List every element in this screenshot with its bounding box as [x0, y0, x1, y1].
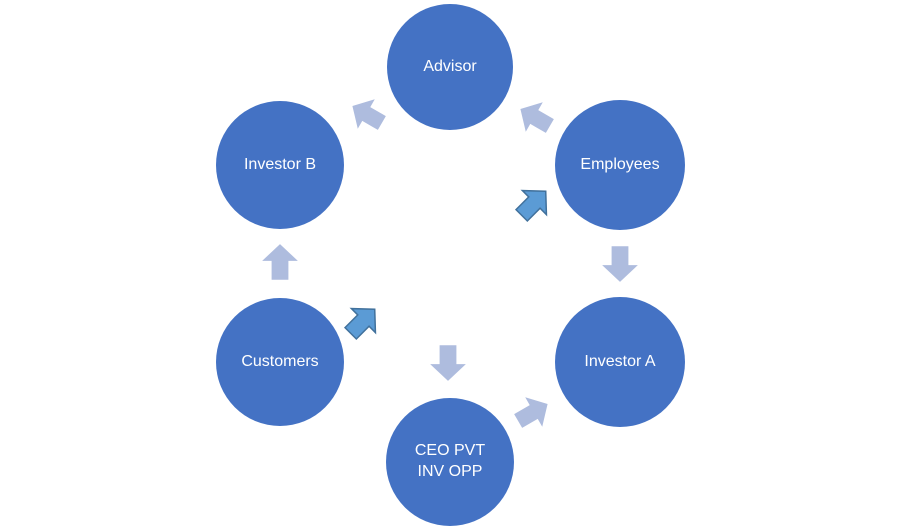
arrow-ceo-to-investor-a — [514, 397, 548, 428]
node-ceo-label-line2: INV OPP — [418, 463, 483, 480]
node-employees-label: Employees — [580, 156, 659, 173]
node-employees: Employees — [555, 100, 685, 230]
arrow-center-to-employees — [514, 189, 548, 223]
node-customers-label: Customers — [241, 353, 318, 370]
node-investor-a: Investor A — [555, 297, 685, 427]
arrow-center-to-ceo — [430, 345, 466, 381]
node-investor-b: Investor B — [216, 101, 344, 229]
node-ceo: CEO PVT INV OPP — [386, 398, 514, 526]
arrow-customers-to-investor-b — [262, 244, 298, 280]
node-investor-b-label: Investor B — [244, 156, 316, 173]
arrow-employees-to-investor-a — [602, 246, 638, 282]
node-customers: Customers — [216, 298, 344, 426]
node-advisor: Advisor — [387, 4, 513, 130]
arrow-customers-to-center — [343, 307, 377, 341]
arrow-employees-to-advisor — [520, 102, 554, 133]
node-investor-a-label: Investor A — [584, 353, 655, 370]
node-advisor-label: Advisor — [423, 58, 477, 75]
arrow-advisor-to-investor-b — [352, 99, 386, 130]
node-ceo-label-line1: CEO PVT — [415, 442, 485, 459]
